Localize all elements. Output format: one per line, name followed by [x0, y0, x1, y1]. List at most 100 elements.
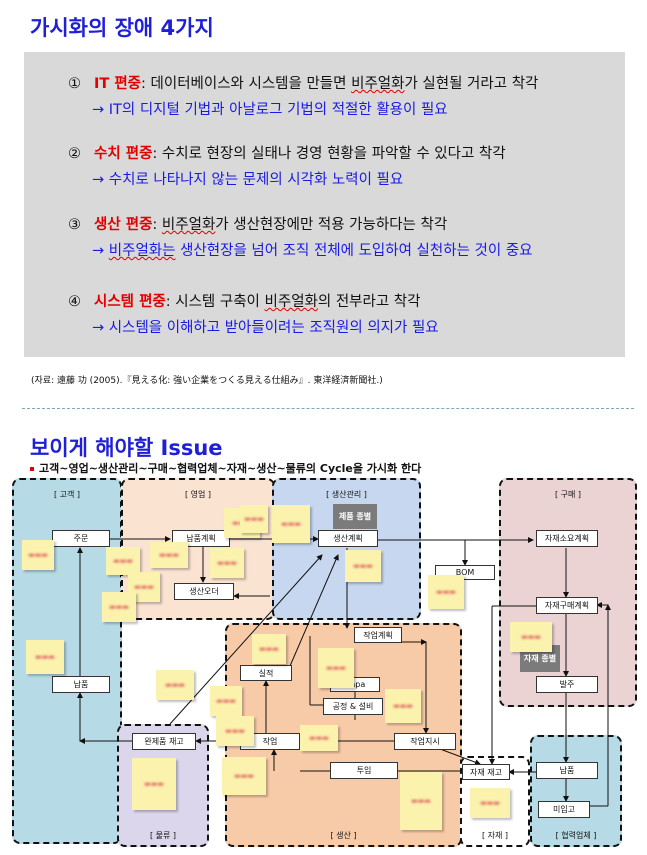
obstacles-panel: [24, 52, 625, 357]
obstacle-text-tail: 의 전부라고 착각: [317, 294, 421, 310]
obstacle-underlined-word: 비주얼화: [351, 76, 405, 92]
partner-delivery-box: 납품: [536, 762, 598, 779]
sticky-note-blurred-text: ▬▬▬: [134, 582, 154, 591]
obstacle-number: ①: [68, 76, 81, 92]
section-divider: [22, 408, 634, 409]
sticky-note: ▬▬▬: [318, 648, 354, 688]
section2-title: 보이게 해야할 Issue: [30, 436, 223, 460]
sticky-note-blurred-text: ▬▬▬: [113, 556, 133, 565]
obstacle-keyword: 수치 편중: [94, 146, 153, 162]
source-citation: (자료: 遠藤 功 (2005).『見える化: 強い企業をつくる見える仕組み』.…: [31, 376, 383, 386]
sticky-note: ▬▬▬: [345, 550, 381, 582]
sticky-note: ▬▬▬: [252, 634, 286, 664]
sticky-note: ▬▬▬: [510, 622, 552, 652]
obstacle-text: :: [152, 217, 162, 233]
sticky-note-blurred-text: ▬▬▬: [353, 561, 373, 570]
sticky-note: ▬▬▬: [22, 540, 54, 570]
sticky-note: ▬▬▬: [240, 505, 268, 533]
obstacle-text: : 시스템 구축이: [165, 294, 265, 310]
obstacle-number: ④: [68, 294, 81, 310]
page-title: 가시화의 장애 4가지: [30, 16, 214, 40]
group-logistics-label: [ 물류 ]: [149, 831, 177, 840]
work-order-box: 작업지시: [394, 733, 456, 750]
group-planning-label: [ 생산관리 ]: [326, 490, 367, 499]
sticky-note-blurred-text: ▬▬▬: [159, 550, 179, 559]
sticky-note: ▬▬▬: [210, 686, 242, 716]
group-purchase-label: [ 구매 ]: [554, 490, 582, 499]
group-material-label: [ 자재 ]: [481, 831, 509, 840]
sticky-note-blurred-text: ▬▬▬: [109, 602, 129, 611]
obstacle-text-tail: 가 실현될 거라고 착각: [404, 76, 539, 92]
sticky-note: ▬▬▬: [385, 689, 421, 723]
material-plan-box: 자재소요계획: [536, 530, 598, 547]
material-purchase-plan-box: 자재구매계획: [536, 597, 598, 614]
sticky-note-blurred-text: ▬▬▬: [225, 726, 245, 735]
sticky-note: ▬▬▬: [132, 758, 176, 810]
sticky-note-blurred-text: ▬▬▬: [217, 558, 237, 567]
production-plan-box: 생산계획: [318, 530, 378, 547]
group-customer-label: [ 고객 ]: [53, 490, 81, 499]
section2-bullet-text: 고객~영업~생산관리~구매~협력업체~자재~생산~물류의 Cycle을 가시화 …: [39, 462, 422, 475]
work-plan-box: 작업계획: [354, 627, 402, 643]
obstacle-keyword: 생산 편중: [94, 217, 153, 233]
group-partner: [ 협력업체 ]: [530, 735, 622, 847]
sticky-note-blurred-text: ▬▬▬: [281, 519, 301, 528]
arrow-fgstock-prodplan: [169, 554, 323, 725]
solution-text-tail: 생산현장을 넘어 조직 전체에 도입하여 실천하는 것이 중요: [175, 243, 533, 259]
order-box: 주문: [52, 530, 110, 547]
sticky-note: ▬▬▬: [156, 670, 194, 700]
result-box: 실적: [240, 665, 292, 681]
customer-delivery-box: 납품: [52, 676, 110, 693]
obstacle-line-1: ① IT 편중: 데이터베이스와 시스템을 만들면 비주얼화가 실현될 거라고 착…: [68, 72, 538, 93]
group-production-label: [ 생산 ]: [330, 831, 357, 840]
sticky-note-blurred-text: ▬▬▬: [393, 701, 413, 710]
arrow-result-prodplan: [289, 554, 339, 667]
sticky-note: ▬▬▬: [150, 542, 188, 568]
group-sales-label: [ 영업 ]: [184, 490, 212, 499]
sticky-note-blurred-text: ▬▬▬: [326, 663, 346, 672]
group-partner-label: [ 협력업체 ]: [555, 831, 597, 840]
sticky-note: ▬▬▬: [428, 575, 464, 609]
finished-goods-stock-box: 완제품 재고: [132, 733, 196, 750]
sticky-note: ▬▬▬: [106, 547, 140, 575]
obstacle-text: : 수치로 현장의 실태나 경영 현황을 파악할 수 있다고 착각: [152, 146, 506, 162]
input-box: 투입: [330, 762, 398, 779]
sticky-note: ▬▬▬: [272, 505, 310, 543]
bullet-square-icon: [30, 467, 34, 471]
sticky-note: ▬▬▬: [210, 548, 244, 578]
sticky-note: ▬▬▬: [26, 640, 64, 674]
sticky-note-blurred-text: ▬▬▬: [35, 652, 55, 661]
not-received-box: 미입고: [538, 801, 590, 818]
sticky-note-blurred-text: ▬▬▬: [165, 680, 185, 689]
purchase-order-box: 발주: [536, 676, 598, 693]
sticky-note-blurred-text: ▬▬▬: [144, 779, 164, 788]
product-leadtime-box: 제품 종별: [333, 504, 377, 529]
sticky-note-blurred-text: ▬▬▬: [234, 771, 254, 780]
solution-text: → IT의 디지털 기법과 아날로그 기법의 적절한 활용이 필요: [92, 102, 448, 118]
sticky-note-blurred-text: ▬▬▬: [28, 550, 48, 559]
sticky-note-blurred-text: ▬▬▬: [259, 644, 279, 653]
sticky-note-blurred-text: ▬▬▬: [309, 733, 329, 742]
solution-text: →: [92, 243, 109, 259]
obstacle-keyword: 시스템 편중: [94, 294, 166, 310]
sticky-note-blurred-text: ▬▬▬: [411, 796, 431, 805]
sticky-note: ▬▬▬: [470, 788, 510, 818]
obstacle-underlined-word: 비주얼화: [161, 217, 216, 233]
material-stock-box: 자재 재고: [462, 764, 510, 780]
sticky-note-blurred-text: ▬▬▬: [216, 696, 236, 705]
arrow-workorder-matstock: [439, 748, 481, 766]
obstacle-solution-1: → IT의 디지털 기법과 아날로그 기법의 적절한 활용이 필요: [92, 98, 448, 119]
production-order-box: 생산오더: [174, 583, 234, 600]
obstacle-text: : 데이터베이스와 시스템을 만들면: [141, 76, 352, 92]
sticky-note: ▬▬▬: [400, 772, 442, 830]
obstacle-text-tail: 가 생산현장에만 적용 가능하다는 착각: [215, 217, 448, 233]
sticky-note-blurred-text: ▬▬▬: [436, 587, 456, 596]
obstacle-solution-2: → 수치로 나타나지 않는 문제의 시각화 노력이 필요: [92, 168, 403, 189]
sticky-note: ▬▬▬: [222, 757, 266, 795]
sticky-note: ▬▬▬: [128, 572, 160, 602]
solution-text: → 수치로 나타나지 않는 문제의 시각화 노력이 필요: [92, 172, 404, 188]
obstacle-keyword: IT 편중: [94, 76, 142, 92]
